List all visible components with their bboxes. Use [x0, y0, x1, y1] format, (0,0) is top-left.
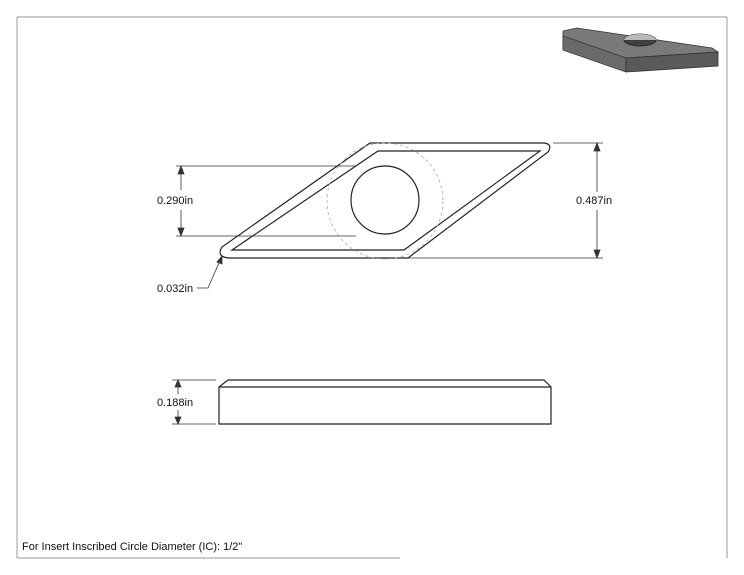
arrowhead [593, 141, 601, 152]
inscribed-circle [326, 142, 444, 260]
isometric-hole-wall [624, 34, 656, 40]
arrowhead [177, 227, 185, 238]
arrowhead [593, 249, 601, 260]
dimension-corner-radius [197, 254, 223, 289]
arrowhead [177, 164, 185, 175]
drawing-frame [16, 16, 728, 559]
inscribed-circle-note: For Insert Inscribed Circle Diameter (IC… [22, 541, 242, 553]
corner-radius-label: 0.032in [157, 283, 193, 295]
hole-width-label: 0.290in [157, 195, 193, 207]
clamp-hole [350, 165, 420, 235]
insert-inner-outline [230, 150, 542, 251]
leader-line [197, 255, 223, 289]
overall-width-label: 0.487in [576, 195, 612, 207]
thickness-label: 0.188in [157, 397, 193, 409]
insert-outer-outline [219, 142, 551, 259]
dimension-hole-width [176, 164, 356, 238]
arrowhead [174, 378, 182, 388]
arrowhead [216, 254, 223, 265]
arrowhead [174, 416, 182, 426]
dimension-thickness [172, 378, 216, 426]
insert-side-view [218, 379, 552, 425]
dimension-overall-width [408, 141, 603, 260]
insert-top-view [219, 142, 551, 260]
insert-isometric-view [562, 27, 720, 73]
